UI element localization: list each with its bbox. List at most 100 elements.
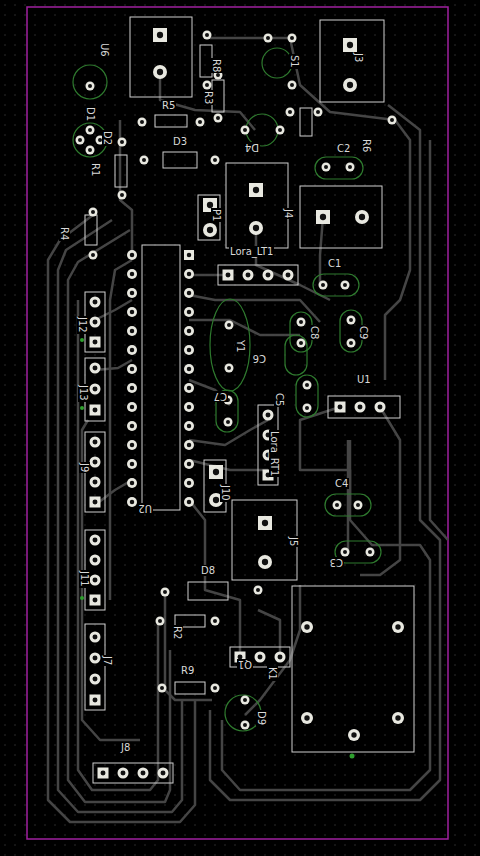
drill-hole xyxy=(246,273,251,278)
pad xyxy=(249,183,263,197)
drill-hole xyxy=(187,310,192,315)
pad xyxy=(355,210,369,224)
drill-hole xyxy=(88,84,92,88)
pad xyxy=(86,82,95,91)
pad xyxy=(90,575,101,586)
drill-hole xyxy=(130,329,135,334)
part-label: C5 xyxy=(274,392,285,407)
drill-hole xyxy=(93,366,98,371)
part-label: D9 xyxy=(256,710,267,726)
drill-hole xyxy=(266,273,271,278)
drill-hole xyxy=(304,624,309,629)
pad xyxy=(319,281,328,290)
drill-hole xyxy=(93,387,98,392)
part-label: C7 xyxy=(213,391,228,402)
drill-hole xyxy=(286,273,291,278)
pad xyxy=(90,297,101,308)
drill-hole xyxy=(93,598,98,603)
pad xyxy=(158,768,169,779)
drill-hole xyxy=(93,656,98,661)
pad xyxy=(86,126,95,135)
drill-hole xyxy=(338,405,343,410)
pad xyxy=(346,163,355,172)
pad xyxy=(214,114,223,123)
pad xyxy=(314,108,323,117)
drill-hole xyxy=(93,538,98,543)
pad xyxy=(316,210,330,224)
pad xyxy=(127,497,137,507)
pad xyxy=(90,384,101,395)
part-label: J5 xyxy=(288,536,299,547)
drill-hole xyxy=(243,698,247,702)
part-label: D4 xyxy=(244,142,260,153)
drill-hole xyxy=(88,128,92,132)
pad xyxy=(241,696,250,705)
drill-hole xyxy=(356,503,360,507)
part-label: R9 xyxy=(180,665,195,676)
pad xyxy=(127,440,137,450)
pad xyxy=(90,437,101,448)
pad xyxy=(297,318,306,327)
drill-hole xyxy=(262,520,268,526)
drill-hole xyxy=(253,187,259,193)
drill-hole xyxy=(216,116,220,120)
drill-hole xyxy=(205,33,209,37)
part-label: R2 xyxy=(172,625,183,640)
part-label: R3 xyxy=(203,90,214,105)
drill-hole xyxy=(321,283,325,287)
part-label: P1 xyxy=(211,208,222,222)
pad xyxy=(196,118,205,127)
drill-hole xyxy=(93,340,98,345)
part-label: U1 xyxy=(356,374,372,385)
pad xyxy=(90,535,101,546)
pad xyxy=(224,418,233,427)
drill-hole xyxy=(158,619,162,623)
drill-hole xyxy=(358,405,363,410)
part-label: C2 xyxy=(336,143,351,154)
drill-hole xyxy=(161,771,166,776)
drill-hole xyxy=(320,214,326,220)
drill-hole xyxy=(187,443,192,448)
drill-hole xyxy=(130,405,135,410)
drill-hole xyxy=(305,383,309,387)
drill-hole xyxy=(351,732,356,737)
part-label: D3 xyxy=(172,136,188,147)
drill-hole xyxy=(187,367,192,372)
drill-hole xyxy=(93,320,98,325)
pad xyxy=(127,326,137,336)
drill-hole xyxy=(187,500,192,505)
pad xyxy=(241,126,250,135)
pad xyxy=(90,405,101,416)
pad xyxy=(243,270,254,281)
pad xyxy=(333,501,342,510)
pad xyxy=(347,339,356,348)
drill-hole xyxy=(187,348,192,353)
part-label: J12 xyxy=(77,316,88,334)
pad xyxy=(184,345,194,355)
drill-hole xyxy=(130,424,135,429)
drill-hole xyxy=(347,82,353,88)
pad xyxy=(297,339,306,348)
drill-hole xyxy=(187,462,192,467)
drill-hole xyxy=(305,406,309,410)
drill-hole xyxy=(266,413,271,418)
drill-hole xyxy=(213,497,219,503)
pad xyxy=(301,621,313,633)
pad xyxy=(258,516,272,530)
drill-hole xyxy=(101,771,106,776)
part-label: J13 xyxy=(78,384,89,402)
drill-hole xyxy=(349,341,353,345)
drill-hole xyxy=(130,291,135,296)
drill-hole xyxy=(157,32,163,38)
drill-hole xyxy=(258,655,263,660)
drill-hole xyxy=(93,460,98,465)
drill-hole xyxy=(187,481,192,486)
drill-hole xyxy=(130,481,135,486)
drill-hole xyxy=(160,686,164,690)
drill-hole xyxy=(348,165,352,169)
drill-hole xyxy=(213,686,217,690)
pad xyxy=(255,652,266,663)
drill-hole xyxy=(304,715,309,720)
drill-hole xyxy=(207,227,213,233)
pad xyxy=(127,288,137,298)
